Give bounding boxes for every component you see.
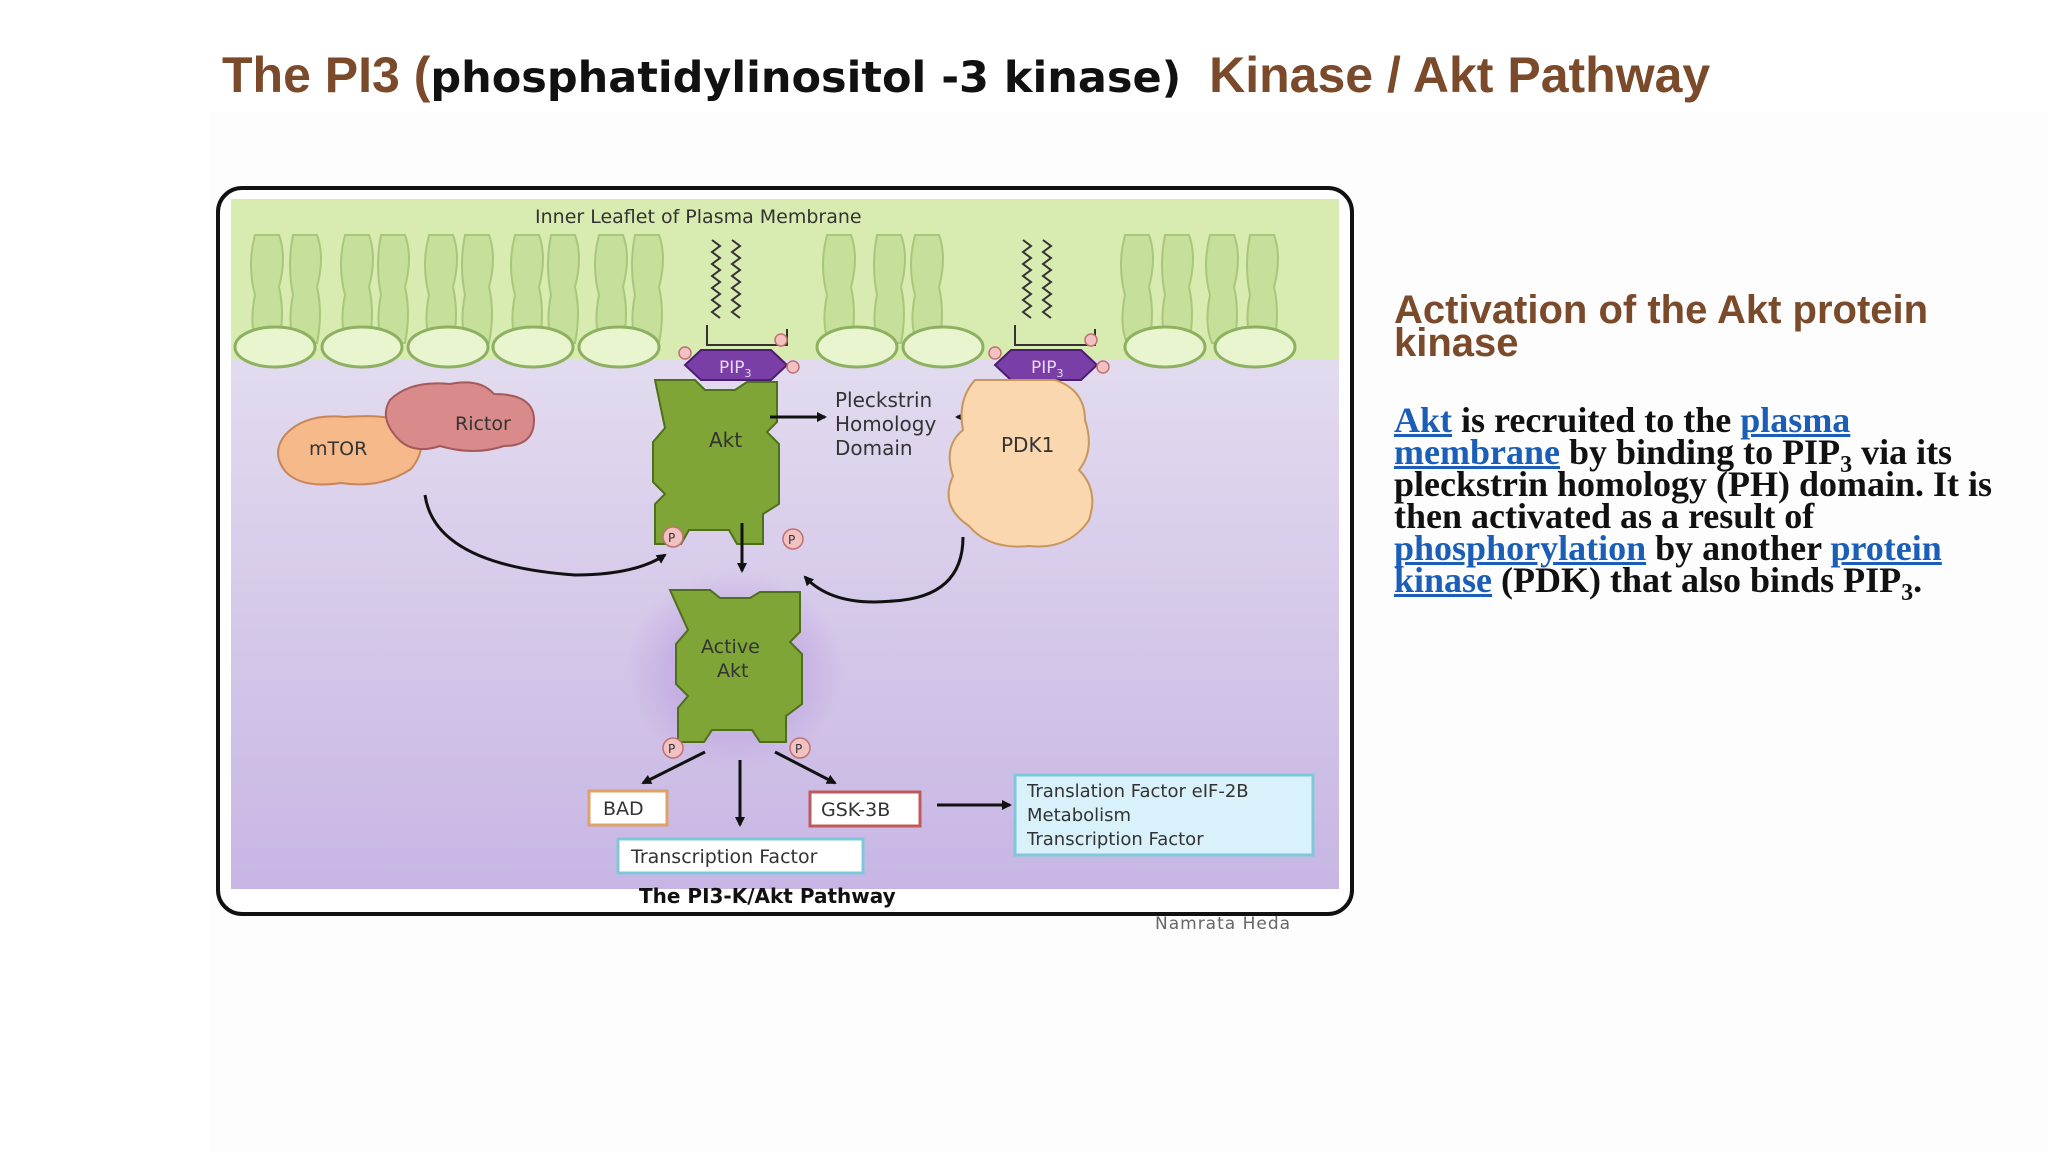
arrow-mtor-to-akt — [423, 494, 667, 577]
phospho-label-2: P — [788, 533, 795, 547]
mtor-protein — [277, 415, 422, 486]
svg-text:PIP3: PIP3 — [719, 358, 752, 380]
mtor-label: mTOR — [309, 438, 367, 460]
side-panel: Activation of the Akt protein kinase Akt… — [1394, 288, 1994, 605]
lipid-heads — [233, 325, 1297, 369]
pip3-left: PIP3 — [683, 349, 789, 381]
transcription-box — [616, 837, 865, 875]
akt-label: Akt — [709, 428, 742, 452]
title-part-2: phosphatidylinositol -3 kinase) — [430, 53, 1182, 103]
akt-protein — [652, 379, 780, 545]
title-part-1: The PI3 ( — [222, 47, 431, 103]
link-phosphorylation[interactable]: phosphorylation — [1394, 528, 1647, 568]
target-3: Transcription Factor — [1026, 829, 1204, 850]
arrow-pdk1-to-akt — [803, 536, 965, 604]
pdk1-protein — [947, 379, 1094, 548]
link-akt[interactable]: Akt — [1394, 400, 1453, 440]
target-2: Metabolism — [1027, 805, 1131, 826]
phospho-label-4: P — [795, 742, 802, 756]
active-akt-label-1: Active — [701, 636, 760, 658]
page-title: The PI3 (phosphatidylinositol -3 kinase)… — [222, 46, 1710, 104]
body-text-2: by binding to PIP — [1559, 432, 1841, 472]
pip3-right-sub: 3 — [1057, 367, 1064, 380]
body-text-4: by another — [1646, 528, 1831, 568]
svg-text:PIP3: PIP3 — [1031, 358, 1064, 380]
phospho-label-1: P — [668, 531, 675, 545]
pip3-right: PIP3 — [993, 349, 1099, 381]
active-akt-label-2: Akt — [717, 660, 748, 682]
targets-box — [1013, 773, 1315, 857]
body-text-5: (PDK) that also binds PIP — [1492, 560, 1902, 600]
bad-box — [587, 789, 669, 827]
active-akt-protein — [668, 589, 803, 743]
membrane-phosphates — [678, 333, 1110, 374]
body-text-6: . — [1913, 560, 1923, 600]
phospho-upper: P P — [662, 526, 804, 550]
arrow-to-gsk — [774, 750, 837, 785]
target-1: Translation Factor eIF-2B — [1026, 781, 1249, 802]
body-text-3: via its pleckstrin homology (PH) domain.… — [1394, 432, 1993, 536]
lipid-tails — [250, 234, 1279, 344]
figure-signature: Namrata Heda — [1155, 914, 1291, 934]
membrane-label: Inner Leaflet of Plasma Membrane — [535, 206, 862, 228]
body-sub-2: 3 — [1901, 580, 1914, 607]
phospho-lower: P P — [662, 737, 811, 759]
side-heading: Activation of the Akt protein kinase — [1394, 288, 1929, 365]
pdk1-label: PDK1 — [1001, 433, 1054, 457]
rictor-protein — [384, 381, 536, 452]
link-protein-kinase[interactable]: protein kinase — [1394, 528, 1942, 600]
pleckstrin-line-3: Domain — [835, 436, 913, 460]
arrow-to-bad — [641, 750, 706, 785]
pip3-left-label: PIP — [719, 358, 745, 378]
figure-caption: The PI3-K/Akt Pathway — [639, 884, 896, 908]
bad-label: BAD — [603, 798, 644, 820]
transcription-label: Transcription Factor — [630, 846, 818, 868]
side-body: Akt is recruited to the plasma membrane … — [1394, 402, 1994, 605]
body-text-1: is recruited to the — [1452, 400, 1741, 440]
link-plasma-membrane[interactable]: plasma membrane — [1394, 400, 1851, 472]
pip3-right-label: PIP — [1031, 358, 1057, 378]
pleckstrin-line-1: Pleckstrin — [835, 388, 932, 412]
gsk-box — [808, 790, 922, 828]
gsk-label: GSK-3B — [821, 799, 890, 821]
pleckstrin-line-2: Homology — [835, 412, 936, 436]
phospho-label-3: P — [668, 742, 675, 756]
pathway-figure: Inner Leaflet of Plasma Membrane PIP3 PI… — [215, 185, 1355, 941]
rictor-label: Rictor — [455, 413, 511, 435]
title-part-3: Kinase / Akt Pathway — [1209, 47, 1711, 103]
pip3-left-sub: 3 — [745, 367, 752, 380]
